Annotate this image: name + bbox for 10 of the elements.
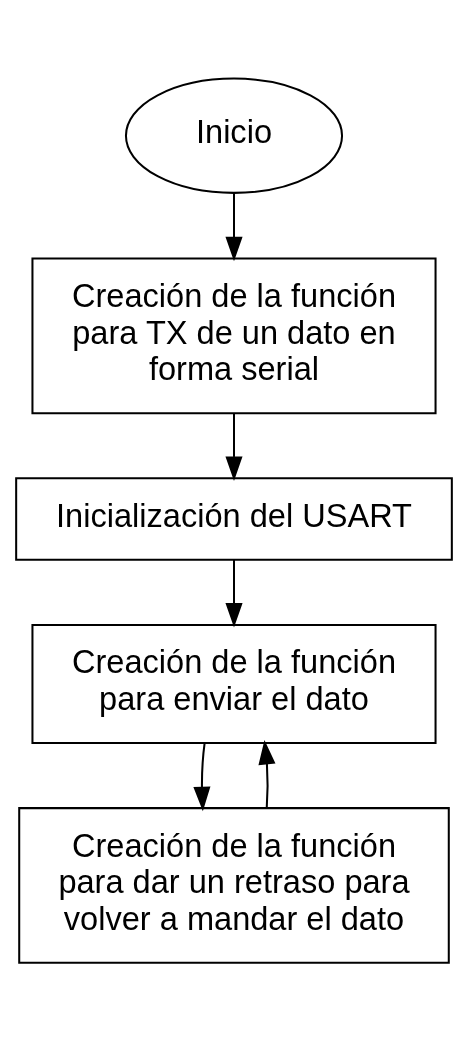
arrow (193, 742, 211, 811)
node-box: Inicialización del USART (15, 476, 453, 561)
node-box: Creación de la función para dar un retraso para volver a mandar el dato (18, 806, 450, 964)
arrow (225, 412, 243, 481)
arrow (258, 739, 276, 808)
node-box: Creación de la función para enviar el dato (31, 623, 437, 744)
node-box: Creación de la función para TX de un dato en forma serial (31, 256, 437, 414)
arrow (225, 192, 243, 261)
arrow (225, 559, 243, 628)
node-ellipse: Inicio (124, 77, 344, 194)
